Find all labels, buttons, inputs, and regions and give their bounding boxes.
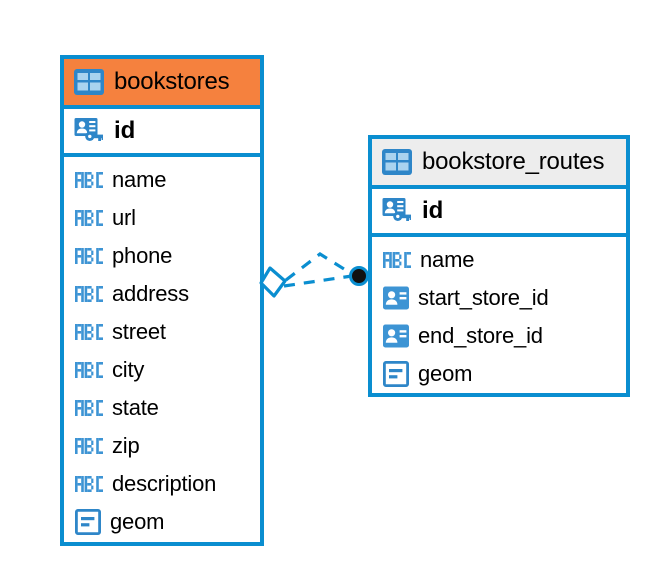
field-label: start_store_id: [418, 285, 549, 310]
abc-text-icon: [75, 359, 103, 381]
field-list-bookstores: name: [64, 157, 260, 541]
primary-key-row[interactable]: id: [372, 189, 626, 237]
field-label: address: [112, 281, 189, 306]
entity-header-bookstores[interactable]: bookstores: [64, 59, 260, 109]
primary-key-label: id: [422, 197, 444, 224]
field-label: state: [112, 395, 159, 420]
field-row[interactable]: zip: [64, 427, 260, 465]
primary-key-icon: [382, 196, 412, 226]
field-row[interactable]: name: [64, 161, 260, 199]
field-label: geom: [110, 509, 165, 534]
relationship-diamond-marker: [259, 266, 287, 298]
field-label: description: [112, 471, 217, 496]
abc-text-icon: [75, 435, 103, 457]
entity-table-bookstore-routes[interactable]: bookstore_routes: [368, 135, 630, 397]
relationship-line-lower: [283, 274, 353, 288]
field-row[interactable]: street: [64, 313, 260, 351]
entity-table-bookstores[interactable]: bookstores: [60, 55, 264, 546]
field-label: name: [112, 167, 167, 192]
abc-text-icon: [75, 473, 103, 495]
field-row[interactable]: description: [64, 465, 260, 503]
primary-key-icon: [74, 116, 104, 146]
relationship-dot-marker: [349, 266, 369, 286]
field-row[interactable]: city: [64, 351, 260, 389]
field-label: end_store_id: [418, 323, 543, 348]
abc-text-icon: [75, 169, 103, 191]
field-label: city: [112, 357, 145, 382]
field-label: street: [112, 319, 166, 344]
field-row[interactable]: state: [64, 389, 260, 427]
foreign-key-icon: [383, 323, 409, 349]
entity-title: bookstore_routes: [422, 148, 605, 175]
field-list-bookstore-routes: name start_store_id: [372, 237, 626, 393]
abc-text-icon: [75, 321, 103, 343]
abc-text-icon: [75, 207, 103, 229]
field-label: geom: [418, 361, 473, 386]
field-label: zip: [112, 433, 140, 458]
table-icon: [382, 149, 412, 175]
field-row[interactable]: address: [64, 275, 260, 313]
field-row[interactable]: geom: [64, 503, 260, 541]
field-row[interactable]: geom: [372, 355, 626, 393]
abc-text-icon: [383, 249, 411, 271]
entity-title: bookstores: [114, 68, 230, 95]
field-row[interactable]: name: [372, 241, 626, 279]
table-icon: [74, 69, 104, 95]
abc-text-icon: [75, 283, 103, 305]
field-row[interactable]: start_store_id: [372, 279, 626, 317]
geometry-icon: [383, 361, 409, 387]
abc-text-icon: [75, 245, 103, 267]
field-row[interactable]: url: [64, 199, 260, 237]
entity-header-bookstore-routes[interactable]: bookstore_routes: [372, 139, 626, 189]
foreign-key-icon: [383, 285, 409, 311]
primary-key-label: id: [114, 117, 136, 144]
field-row[interactable]: phone: [64, 237, 260, 275]
abc-text-icon: [75, 397, 103, 419]
field-label: url: [112, 205, 136, 230]
primary-key-row[interactable]: id: [64, 109, 260, 157]
field-label: name: [420, 247, 475, 272]
geometry-icon: [75, 509, 101, 535]
relationship-line-upper: [285, 252, 353, 282]
field-row[interactable]: end_store_id: [372, 317, 626, 355]
field-label: phone: [112, 243, 173, 268]
